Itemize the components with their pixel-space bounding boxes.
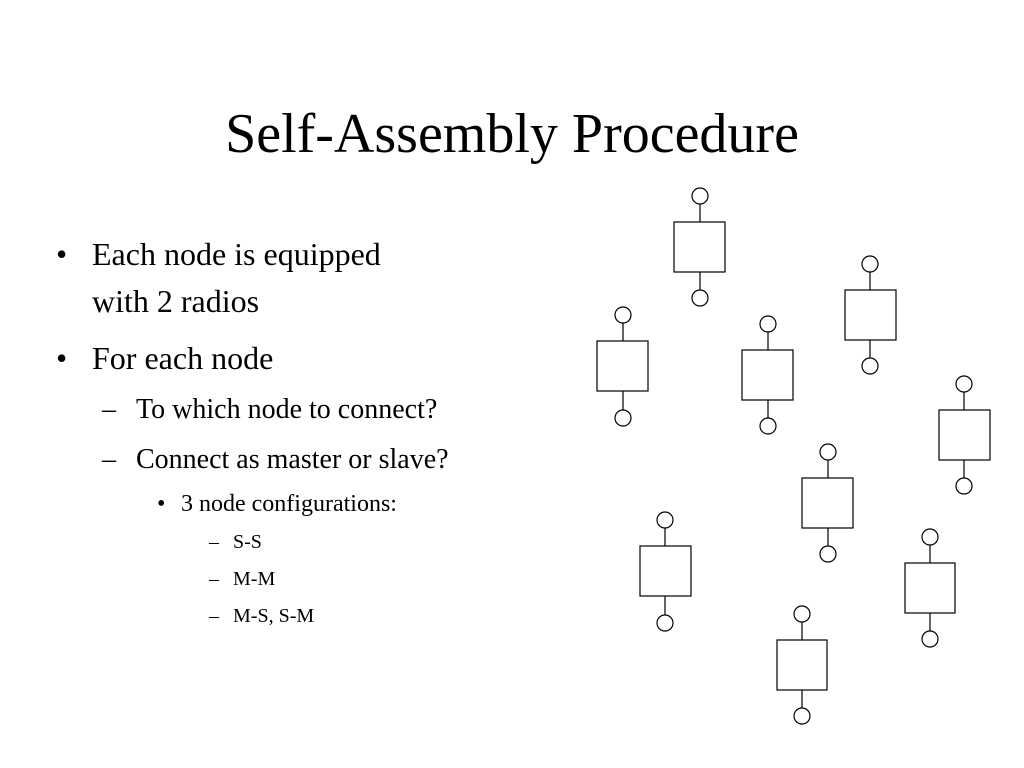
radio-circle-top <box>819 443 837 461</box>
node-box <box>938 409 991 461</box>
slide-title: Self-Assembly Procedure <box>225 103 799 165</box>
bullet-text: M-M <box>233 568 276 590</box>
dash-marker: – <box>102 394 116 425</box>
radio-circle-top <box>861 255 879 273</box>
node-with-radios <box>938 375 991 495</box>
dash-marker: – <box>209 605 219 627</box>
bullet-text: Each node is equipped <box>92 236 381 272</box>
bullet-marker: • <box>56 236 68 272</box>
node-with-radios <box>776 605 828 725</box>
node-with-radios <box>801 443 854 563</box>
bullet-each-node-equipped: • Each node is equipped <box>56 231 381 277</box>
bullet-text: S-S <box>233 531 262 553</box>
bullet-text: M-S, S-M <box>233 605 315 627</box>
node-with-radios <box>904 528 956 648</box>
node-with-radios <box>844 255 897 375</box>
radio-circle-top <box>793 605 811 623</box>
bullet-text: To which node to connect? <box>136 394 438 425</box>
dash-marker: – <box>209 568 219 590</box>
radio-circle-bottom <box>793 707 811 725</box>
node-box <box>776 639 828 691</box>
dash-marker: – <box>102 444 116 475</box>
node-with-radios <box>596 306 649 427</box>
bullet-text: 3 node configurations: <box>181 491 397 517</box>
node-with-radios <box>673 187 726 307</box>
radio-circle-top <box>955 375 973 393</box>
radio-circle-top <box>656 511 674 529</box>
node-with-radios <box>741 315 794 435</box>
radio-circle-bottom <box>861 357 879 375</box>
radio-circle-bottom <box>614 409 632 427</box>
node-box <box>801 477 854 529</box>
bullet-marker: • <box>56 340 68 376</box>
radio-circle-top <box>614 306 632 324</box>
radio-circle-bottom <box>691 289 709 307</box>
config-item-m-s-s-m: – M-S, S-M <box>209 604 315 628</box>
config-item-s-s: – S-S <box>209 530 262 554</box>
node-box <box>639 545 692 597</box>
bullet-each-node-equipped-continued: with 2 radios <box>92 278 259 324</box>
bullet-text: with 2 radios <box>92 283 260 319</box>
radio-circle-bottom <box>921 630 939 648</box>
radio-circle-top <box>691 187 709 205</box>
node-box <box>596 340 649 392</box>
radio-circle-bottom <box>759 417 777 435</box>
node-with-radios <box>639 511 692 632</box>
radio-circle-bottom <box>955 477 973 495</box>
config-item-m-m: – M-M <box>209 567 276 591</box>
dash-marker: – <box>209 531 219 553</box>
node-box <box>844 289 897 341</box>
bullet-marker: • <box>157 491 166 517</box>
node-box <box>904 562 956 614</box>
radio-circle-bottom <box>819 545 837 563</box>
sub-bullet-master-or-slave: – Connect as master or slave? <box>102 443 449 477</box>
radio-circle-top <box>759 315 777 333</box>
node-box <box>741 349 794 401</box>
bullet-text: For each node <box>92 340 274 376</box>
sub-bullet-which-node: – To which node to connect? <box>102 393 438 427</box>
bullet-text: Connect as master or slave? <box>136 444 449 475</box>
node-box <box>673 221 726 273</box>
radio-circle-top <box>921 528 939 546</box>
bullet-for-each-node: • For each node <box>56 335 274 381</box>
sub-sub-bullet-configurations: • 3 node configurations: <box>157 490 397 518</box>
radio-circle-bottom <box>656 614 674 632</box>
